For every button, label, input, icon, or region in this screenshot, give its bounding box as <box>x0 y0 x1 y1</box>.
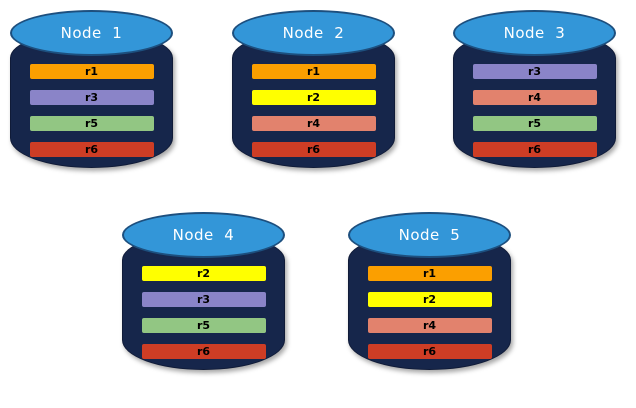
database-node-3[interactable]: r3 r4 r5 r6 Node 3 <box>453 10 616 188</box>
node-cylinder-top <box>348 212 511 258</box>
replica-bar[interactable]: r4 <box>251 116 376 131</box>
replica-list: r2 r3 r5 r6 <box>122 266 285 359</box>
replica-bar[interactable]: r6 <box>141 344 266 359</box>
replica-bar[interactable]: r4 <box>472 90 597 105</box>
replica-bar[interactable]: r3 <box>141 292 266 307</box>
replica-bar[interactable]: r1 <box>367 266 492 281</box>
replica-bar[interactable]: r4 <box>367 318 492 333</box>
node-title: Node 5 <box>398 226 461 244</box>
replica-bar[interactable]: r1 <box>251 64 376 79</box>
replica-bar[interactable]: r2 <box>251 90 376 105</box>
database-node-5[interactable]: r1 r2 r4 r6 Node 5 <box>348 212 511 390</box>
replica-bar[interactable]: r5 <box>472 116 597 131</box>
replica-bar[interactable]: r2 <box>141 266 266 281</box>
node-title: Node 1 <box>60 24 123 42</box>
node-title: Node 4 <box>172 226 235 244</box>
node-cylinder-top <box>232 10 395 56</box>
database-node-1[interactable]: r1 r3 r5 r6 Node 1 <box>10 10 173 188</box>
replica-bar[interactable]: r1 <box>29 64 154 79</box>
replica-bar[interactable]: r5 <box>29 116 154 131</box>
node-title: Node 3 <box>503 24 566 42</box>
replica-list: r3 r4 r5 r6 <box>453 64 616 157</box>
replica-list: r1 r2 r4 r6 <box>232 64 395 157</box>
node-cylinder-top <box>10 10 173 56</box>
replica-list: r1 r3 r5 r6 <box>10 64 173 157</box>
replica-list: r1 r2 r4 r6 <box>348 266 511 359</box>
database-node-4[interactable]: r2 r3 r5 r6 Node 4 <box>122 212 285 390</box>
database-node-2[interactable]: r1 r2 r4 r6 Node 2 <box>232 10 395 188</box>
replica-bar[interactable]: r6 <box>367 344 492 359</box>
replica-bar[interactable]: r6 <box>29 142 154 157</box>
node-title: Node 2 <box>282 24 345 42</box>
replica-bar[interactable]: r3 <box>472 64 597 79</box>
replica-bar[interactable]: r5 <box>141 318 266 333</box>
node-cylinder-top <box>122 212 285 258</box>
replica-bar[interactable]: r6 <box>472 142 597 157</box>
replica-bar[interactable]: r2 <box>367 292 492 307</box>
replica-bar[interactable]: r6 <box>251 142 376 157</box>
node-cylinder-top <box>453 10 616 56</box>
replica-bar[interactable]: r3 <box>29 90 154 105</box>
